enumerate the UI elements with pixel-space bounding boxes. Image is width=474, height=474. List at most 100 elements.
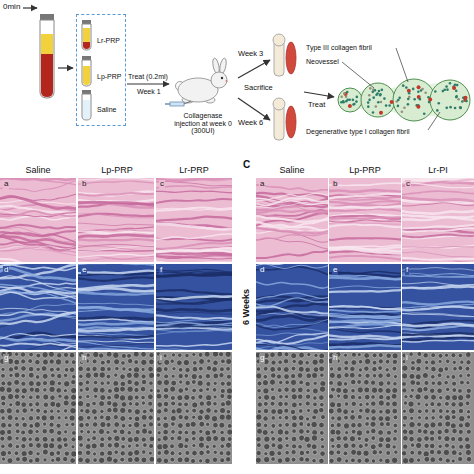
time-label: Week 1 [137, 88, 161, 96]
micrograph-tile [402, 352, 474, 464]
fibril-dot [456, 84, 459, 87]
step-label: Treat [308, 101, 325, 109]
panel-letter: g [3, 354, 9, 363]
fibril-dot [465, 100, 468, 103]
process-arrow [127, 83, 169, 84]
panel-letter: c [159, 180, 165, 189]
fibril-dot [419, 98, 422, 101]
fibril-dot [379, 93, 382, 96]
fibril-dot [434, 90, 437, 93]
step-label: Sacrifice [244, 84, 273, 92]
panel-letter: h [81, 354, 87, 363]
fibril-dot [367, 101, 370, 104]
fibril-dot [455, 95, 458, 98]
micrograph-panels [0, 163, 474, 464]
micrograph-tile [256, 178, 328, 262]
node-text: Collagenase injection at week 0 (300UI) [170, 112, 236, 135]
column-header: Saline [279, 166, 304, 176]
fibril-dot [374, 105, 377, 108]
micrograph-tile [402, 178, 474, 262]
fibril-dot [379, 111, 383, 115]
column-header: Lr-PRP [179, 166, 209, 176]
fibril-dot [379, 94, 382, 97]
fibril-dot [417, 91, 420, 94]
fibril-dot [397, 99, 400, 102]
panel-letter: g [259, 354, 265, 363]
micrograph-tile [78, 352, 154, 464]
fibril-dot [368, 99, 371, 102]
micrograph-tile [329, 264, 401, 350]
fibril-dot [407, 98, 410, 101]
column-header: Lp-PRP [349, 166, 381, 176]
fibril-dot [437, 102, 440, 105]
rabbit-figure [165, 58, 228, 106]
fibril-dot [388, 104, 391, 107]
fibril-dot [346, 99, 349, 102]
fibril-dot [343, 92, 346, 95]
fibril-dot [381, 89, 384, 92]
rabbit-model: Collagenase injection at week 0 (300UI) [170, 62, 236, 135]
callout-label: Type III collagen fibril [306, 44, 372, 52]
fibril-dot [417, 85, 421, 89]
treatment-group-box: Lr-PRPLp-PRPSaline [76, 14, 126, 126]
fibril-dot [454, 107, 457, 110]
fibril-dot [368, 94, 371, 97]
panel-letter: a [3, 180, 9, 189]
micrograph-tile [78, 178, 154, 262]
fibril-dot [348, 104, 352, 108]
panel-letter: C [243, 159, 250, 170]
fibril-dot [346, 91, 349, 94]
panel-letter: e [332, 266, 338, 275]
fibril-dot [401, 110, 404, 113]
fibril-dot [372, 96, 375, 99]
fibril-dot [412, 88, 415, 91]
time-label: 0min [3, 3, 20, 12]
panel-letter: b [332, 180, 338, 189]
fibril-dot [461, 100, 464, 103]
panel-letter: b [81, 180, 87, 189]
fibril-dot [455, 96, 458, 99]
fibril-dot [402, 84, 405, 87]
fibril-dot [352, 103, 355, 106]
fibril-dot [459, 107, 462, 110]
fibril-dot [372, 91, 375, 94]
micrograph-tile [156, 178, 232, 262]
panel-letter: h [332, 354, 338, 363]
fibril-dot [452, 86, 456, 90]
process-arrows [23, 8, 334, 120]
fibril-dot [367, 105, 370, 108]
fibril-dot [356, 96, 359, 99]
tendon-specimen [273, 34, 296, 140]
micrograph-tile [0, 178, 76, 262]
blood-tube [40, 14, 54, 98]
panel-letter: e [81, 266, 87, 275]
column-header: Lr-PI [428, 166, 448, 176]
fibril-dot [459, 106, 462, 109]
fibril-dot [377, 101, 380, 104]
fibril-dot [375, 93, 378, 96]
fibril-dot [455, 90, 458, 93]
fibril-dot [416, 105, 420, 109]
fibril-dot [372, 111, 375, 114]
fibril-dot [408, 92, 411, 95]
micrograph-tile [256, 264, 328, 350]
panel-letter: d [259, 266, 265, 275]
micrograph-tile [0, 264, 76, 350]
node-text: Lp-PRP [97, 73, 125, 81]
fibril-dot [345, 95, 348, 98]
panel-letter: i [159, 354, 163, 363]
fibril-dot [353, 103, 356, 106]
callout-label: Degenerative type I collagen fibril [306, 128, 410, 136]
fibril-dot [464, 96, 468, 100]
callout-label: Neovessel [306, 58, 339, 66]
panel-letter: f [405, 266, 409, 275]
row-header: 6 Weeks [242, 289, 252, 325]
leader-lines [342, 48, 440, 130]
fibril-dot [413, 98, 416, 101]
panel-letter: a [259, 180, 265, 189]
fibril-dot [459, 106, 462, 109]
fibril-dot [352, 99, 355, 102]
fibril-dot [385, 104, 388, 107]
